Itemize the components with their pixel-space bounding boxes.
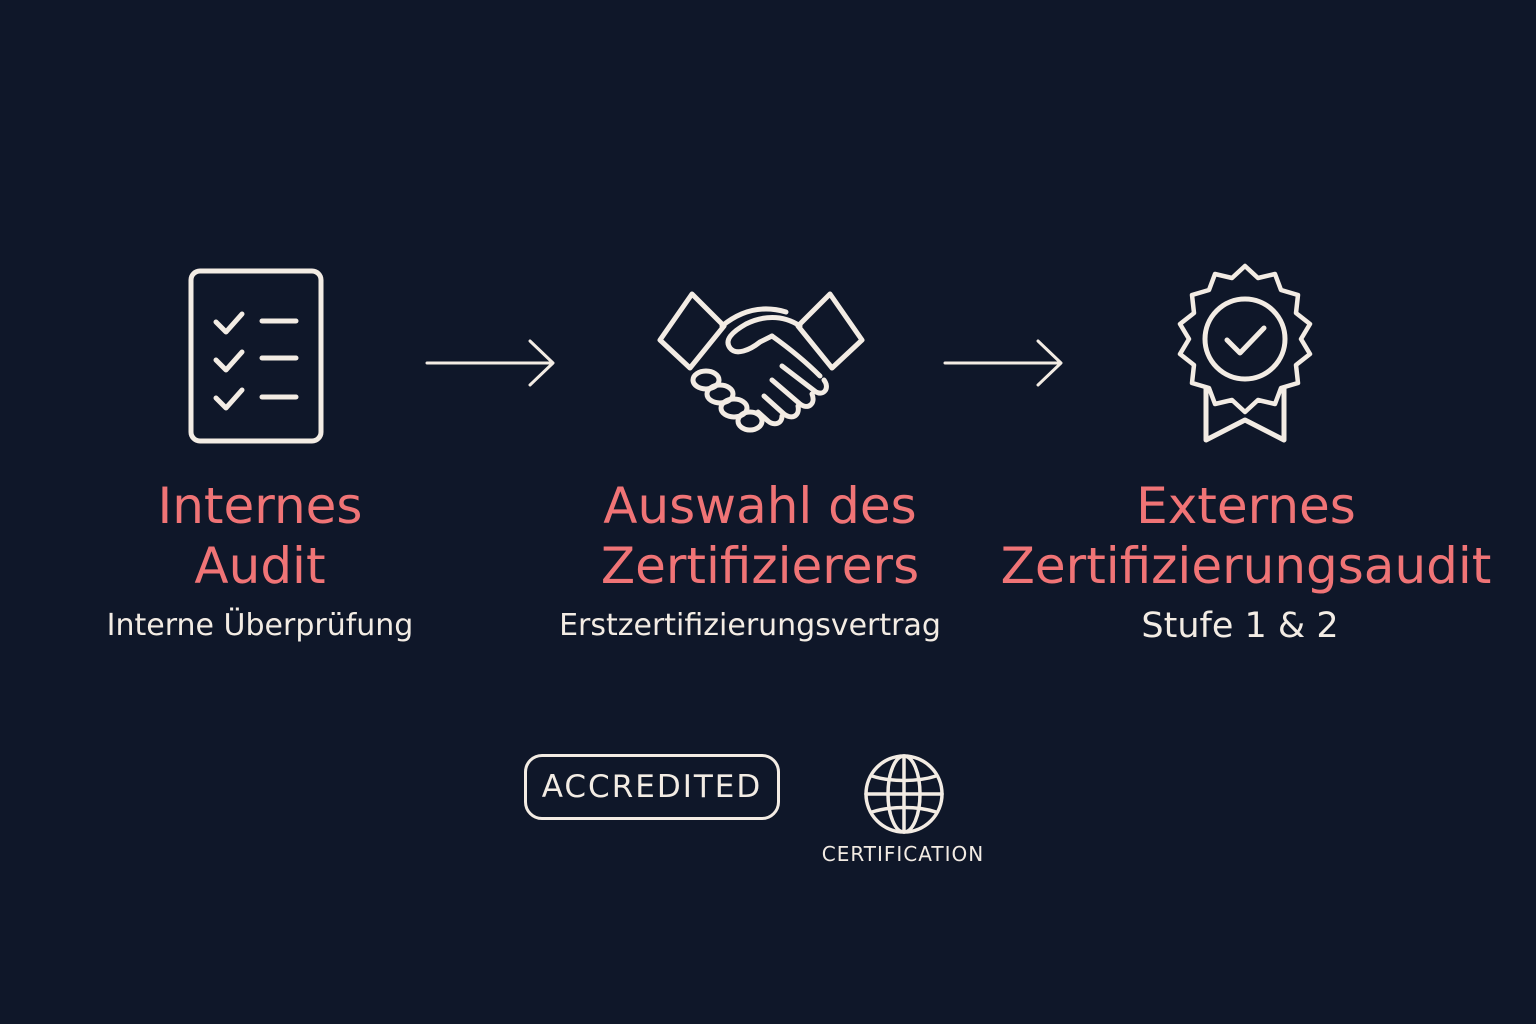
step-title-line: Zertifizierers — [600, 537, 920, 595]
step-subtitle-external-audit: Stufe 1 & 2 — [1141, 606, 1339, 646]
arrow-right-icon — [943, 339, 1063, 387]
step-title-internal-audit: Internes Audit — [110, 476, 410, 596]
step-title-line: Zertifizierungsaudit — [1000, 537, 1492, 595]
arrow-right-icon — [425, 339, 555, 387]
award-badge-icon — [1177, 263, 1313, 443]
step-title-external-audit: Externes Zertifizierungsaudit — [996, 476, 1496, 596]
step-subtitle-certifier-selection: Erstzertifizierungsvertrag — [559, 608, 941, 643]
globe-icon — [864, 754, 944, 834]
step-subtitle-internal-audit: Interne Überprüfung — [106, 608, 414, 643]
checklist-icon — [188, 268, 324, 444]
certification-label: CERTIFICATION — [821, 842, 985, 866]
step-title-line: Externes — [1136, 477, 1356, 535]
step-title-line: Auswahl des — [603, 477, 917, 535]
step-title-line: Audit — [194, 537, 326, 595]
step-title-line: Internes — [157, 477, 363, 535]
handshake-icon — [657, 291, 865, 433]
accredited-badge: ACCREDITED — [524, 754, 780, 820]
step-title-certifier-selection: Auswahl des Zertifizierers — [560, 476, 960, 596]
